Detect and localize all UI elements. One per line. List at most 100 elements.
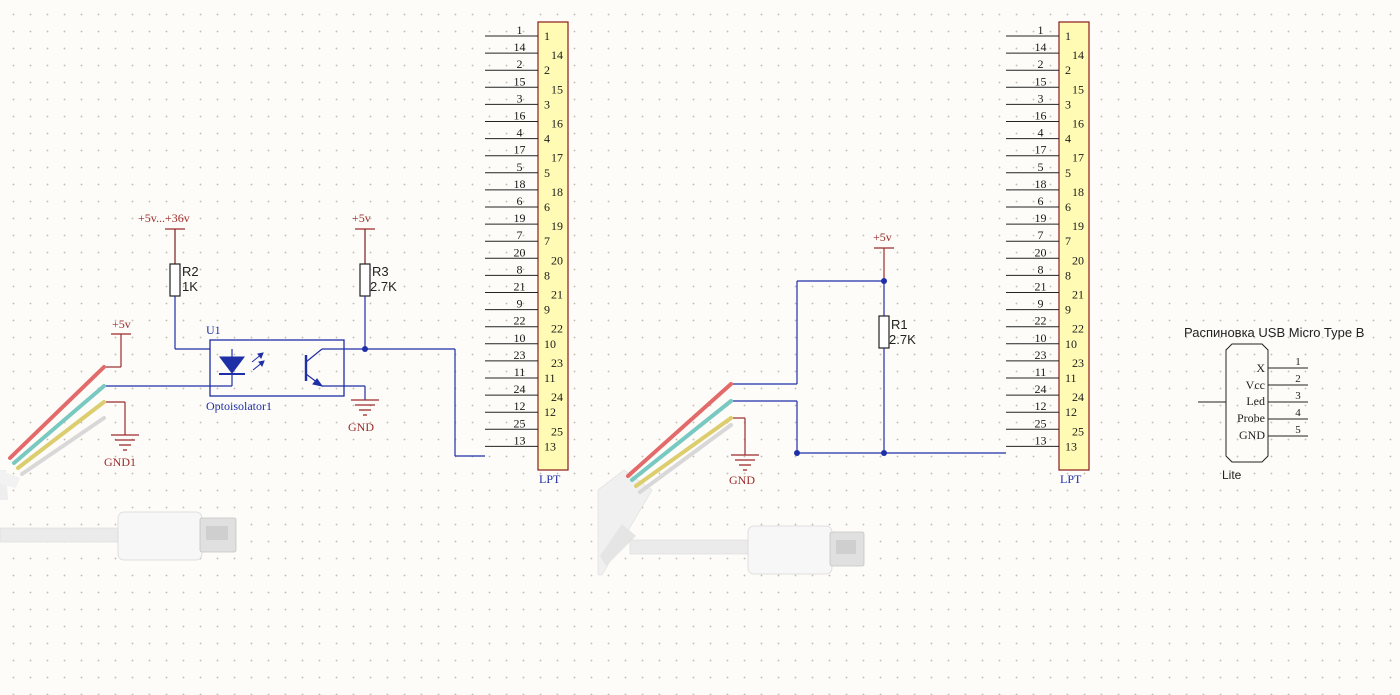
lpt-pin-number-outer: 11 bbox=[514, 365, 526, 379]
lpt-pin-number-inner: 5 bbox=[544, 166, 550, 180]
lpt-connector-left: LPT 114215316417518619720821922102311241… bbox=[485, 21, 569, 486]
lpt-pin-number-outer: 20 bbox=[514, 245, 526, 259]
usb-pin-name: Led bbox=[1246, 394, 1265, 408]
lpt-pin-number-inner: 9 bbox=[544, 303, 550, 317]
gnd-label: GND bbox=[348, 420, 374, 434]
usb-pin-name: X bbox=[1256, 361, 1265, 375]
lpt-pin-number-outer: 10 bbox=[514, 331, 526, 345]
lpt-pin-number-outer: 15 bbox=[514, 74, 526, 88]
lpt-pin-number-outer: 12 bbox=[1035, 399, 1047, 413]
usb-pin-name: Vcc bbox=[1246, 378, 1265, 392]
lpt-pin-number-outer: 16 bbox=[1035, 109, 1047, 123]
r1-supply-label: +5v bbox=[873, 230, 892, 244]
lpt-pin-number-outer: 17 bbox=[1035, 143, 1047, 157]
lpt-connector-right: LPT 114215316417518619720821922102311241… bbox=[1006, 21, 1090, 486]
lpt-pin-number-inner: 6 bbox=[544, 200, 550, 214]
lpt-pin-number-outer: 5 bbox=[517, 160, 523, 174]
lpt-body bbox=[537, 21, 569, 471]
lpt-pin-number-outer: 2 bbox=[1038, 57, 1044, 71]
lpt-pin-number-outer: 1 bbox=[517, 23, 523, 37]
r1-resistor bbox=[878, 315, 890, 349]
u1-name: Optoisolator1 bbox=[206, 399, 272, 413]
lpt-pin-number-inner: 1 bbox=[544, 29, 550, 43]
lpt-pin-number-inner: 8 bbox=[1065, 268, 1071, 282]
gnd-label: GND bbox=[729, 473, 755, 487]
lpt-pin-number-outer: 20 bbox=[1035, 245, 1047, 259]
lpt-pin-number-inner: 4 bbox=[544, 132, 550, 146]
usb-cable-image bbox=[0, 365, 237, 561]
r3-resistor bbox=[359, 263, 371, 297]
lpt-pin-number-inner: 23 bbox=[1072, 356, 1084, 370]
r2-resistor bbox=[169, 263, 181, 297]
lpt-pin-number-outer: 25 bbox=[1035, 416, 1047, 430]
usb-cable-image bbox=[597, 382, 865, 576]
lpt-pin-number-outer: 3 bbox=[1038, 91, 1044, 105]
lpt-pin-number-outer: 18 bbox=[514, 177, 526, 191]
r3-supply-label: +5v bbox=[352, 211, 371, 225]
u1-ref: U1 bbox=[206, 323, 221, 337]
lpt-pin-number-outer: 12 bbox=[514, 399, 526, 413]
lpt-pin-number-inner: 22 bbox=[1072, 322, 1084, 336]
lpt-pin-number-outer: 2 bbox=[517, 57, 523, 71]
lpt-pin-number-inner: 18 bbox=[1072, 185, 1084, 199]
lpt-pin-number-outer: 1 bbox=[1038, 23, 1044, 37]
lpt-pin-number-inner: 15 bbox=[551, 82, 563, 96]
r1-value: 2.7K bbox=[889, 332, 916, 347]
lpt-pin-number-outer: 8 bbox=[1038, 262, 1044, 276]
phototransistor-icon bbox=[304, 348, 344, 387]
lpt-pin-number-outer: 22 bbox=[514, 314, 526, 328]
lpt-pin-number-inner: 12 bbox=[544, 405, 556, 419]
lpt-pin-number-inner: 20 bbox=[1072, 253, 1084, 267]
lpt-pin-number-outer: 14 bbox=[514, 40, 526, 54]
cable-supply-label: +5v bbox=[112, 317, 131, 331]
lpt-pin-number-outer: 24 bbox=[1035, 382, 1047, 396]
lpt-pin-number-outer: 6 bbox=[517, 194, 523, 208]
usb-pin-number: 1 bbox=[1295, 356, 1301, 368]
lpt-pin-number-outer: 18 bbox=[1035, 177, 1047, 191]
lpt-pin-number-inner: 16 bbox=[551, 117, 563, 131]
lpt-pin-number-inner: 20 bbox=[551, 253, 563, 267]
lpt-pin-number-outer: 16 bbox=[514, 109, 526, 123]
lpt-pin-number-outer: 13 bbox=[514, 433, 526, 447]
r2-ref: R2 bbox=[182, 264, 199, 279]
lpt-pin-number-inner: 17 bbox=[551, 151, 563, 165]
lpt-pin-number-outer: 13 bbox=[1035, 433, 1047, 447]
usb-part-label: Lite bbox=[1222, 468, 1242, 482]
lpt-pin-number-outer: 6 bbox=[1038, 194, 1044, 208]
r2-value: 1K bbox=[182, 279, 198, 294]
lpt-pin-number-outer: 11 bbox=[1035, 365, 1047, 379]
lpt-pin-number-outer: 15 bbox=[1035, 74, 1047, 88]
lpt-pin-number-inner: 14 bbox=[551, 48, 563, 62]
lpt-pin-number-inner: 2 bbox=[1065, 63, 1071, 77]
lpt-pin-number-outer: 7 bbox=[1038, 228, 1044, 242]
lpt-label: LPT bbox=[539, 472, 561, 486]
lpt-pin-number-inner: 12 bbox=[1065, 405, 1077, 419]
usb-pin-number: 4 bbox=[1295, 407, 1301, 419]
lpt-pin-number-inner: 3 bbox=[544, 97, 550, 111]
r1-ref: R1 bbox=[891, 317, 908, 332]
usb-pin-number: 2 bbox=[1295, 373, 1301, 385]
lpt-pin-number-outer: 9 bbox=[517, 297, 523, 311]
lpt-pin-number-outer: 25 bbox=[514, 416, 526, 430]
usb-pinout-title: Распиновка USB Micro Type B bbox=[1184, 325, 1364, 340]
lpt-pin-number-outer: 22 bbox=[1035, 314, 1047, 328]
lpt-pin-number-inner: 19 bbox=[551, 219, 563, 233]
ground-icon bbox=[111, 434, 139, 451]
lpt-pin-number-outer: 8 bbox=[517, 262, 523, 276]
lpt-body bbox=[1058, 21, 1090, 471]
lpt-pin-number-inner: 22 bbox=[551, 322, 563, 336]
lpt-pin-number-outer: 7 bbox=[517, 228, 523, 242]
usb-pin-number: 3 bbox=[1295, 390, 1301, 402]
r2-supply-label: +5v...+36v bbox=[138, 211, 190, 225]
lpt-pin-number-inner: 11 bbox=[1065, 371, 1077, 385]
lpt-pin-number-inner: 23 bbox=[551, 356, 563, 370]
lpt-pin-number-outer: 24 bbox=[514, 382, 526, 396]
lpt-pin-number-outer: 10 bbox=[1035, 331, 1047, 345]
optoisolator-body bbox=[209, 339, 345, 397]
lpt-pin-number-inner: 9 bbox=[1065, 303, 1071, 317]
lpt-pin-number-inner: 4 bbox=[1065, 132, 1071, 146]
ground-icon bbox=[351, 399, 379, 416]
lpt-pin-number-inner: 1 bbox=[1065, 29, 1071, 43]
lpt-pin-number-inner: 3 bbox=[1065, 97, 1071, 111]
